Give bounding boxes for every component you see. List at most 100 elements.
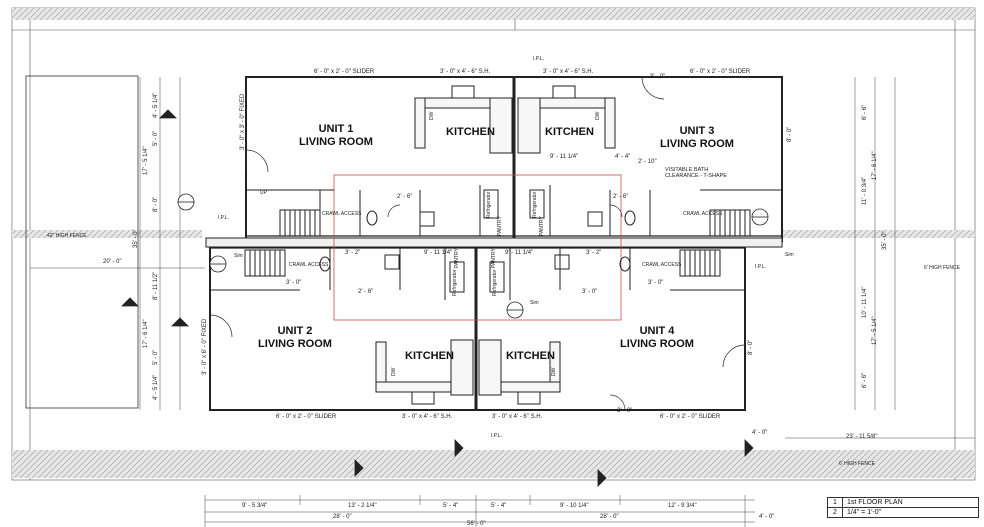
dim-label: 2' - 6"	[397, 194, 413, 200]
fence-hatch	[12, 8, 975, 478]
dim-label: 3' - 2"	[586, 250, 602, 256]
fence-6-label: 6' HIGH FENCE	[924, 265, 960, 271]
kitchen-label-unit3: KITCHEN	[545, 126, 594, 138]
pantry-label: PANTRY	[491, 248, 497, 268]
left-dim: 5' - 0"	[153, 349, 159, 365]
right-dim: 6' - 6"	[862, 104, 868, 120]
window-label: 3' - 0" x 4' - 6" S.H.	[492, 414, 543, 420]
crawl-access-label: CRAWL ACCESS	[289, 262, 329, 268]
right-dim: 6' - 6"	[862, 372, 868, 388]
dim-label: 9' - 11 1/4"	[550, 154, 579, 160]
sim-label: Sim	[234, 253, 243, 259]
right-dim: 8' - 0"	[787, 126, 793, 142]
bottom-dim: 12' - 9 3/4"	[668, 503, 697, 509]
right-dim: 35' - 0"	[882, 231, 888, 250]
sim-label: Sim	[530, 300, 539, 306]
dim-label: 3' - 0"	[286, 280, 302, 286]
bottom-dim: 56' - 0"	[467, 521, 486, 527]
title-block: 1 1st FLOOR PLAN 2 1/4" = 1'-0"	[827, 497, 979, 518]
bottom-dim: 5' - 4"	[491, 503, 507, 509]
ipl-label: I.P.L.	[533, 56, 545, 62]
bottom-dim: 9' - 10 1/4"	[560, 503, 589, 509]
window-label: 6' - 0" x 2' - 0" SLIDER	[276, 414, 337, 420]
right-dim: 8' - 0"	[748, 339, 754, 355]
dim-label: 23' - 11 5/8"	[846, 434, 878, 440]
up-label: UP	[260, 190, 267, 196]
left-dim: 4' - 5 1/4"	[153, 374, 159, 400]
window-label: 6' - 0" x 2' - 0" SLIDER	[314, 69, 375, 75]
dim-label: 20' - 0"	[103, 259, 122, 265]
bottom-dim: 5' - 4"	[443, 503, 459, 509]
red-zone-box	[333, 174, 622, 321]
dim-label: 9' - 11 1/4"	[505, 250, 534, 256]
left-dim: 8' - 0"	[153, 196, 159, 212]
dw-label: DW	[391, 367, 397, 376]
dim-label: 2' - 6"	[358, 289, 374, 295]
window-label: 3' - 0"	[650, 74, 666, 80]
crawl-access-label: CRAWL ACCESS	[683, 211, 723, 217]
drawing-scale: 1/4" = 1'-0"	[847, 509, 882, 516]
right-dim: 17' - 6 1/4"	[872, 151, 878, 180]
left-dim: 35' - 0"	[133, 229, 139, 248]
dim-label: 2' - 6"	[613, 194, 629, 200]
refrigerator-label: Refrigerator	[452, 269, 458, 296]
dimension-lines	[30, 77, 975, 527]
window-label: 3' - 0" x 4' - 6" S.H.	[543, 69, 594, 75]
sim-label: Sim	[785, 252, 794, 258]
bottom-dim: 28' - 0"	[333, 514, 352, 520]
window-label: 6' - 0" x 2' - 0" SLIDER	[690, 69, 751, 75]
window-label-vertical: 3' - 0" x 6' - 0" FIXED	[202, 318, 208, 375]
ipl-label: I.P.L.	[755, 264, 767, 270]
left-dim: 17' - 5 1/4"	[143, 146, 149, 175]
left-dim: 4' - 5 1/4"	[153, 92, 159, 118]
dim-label: 4' - 0"	[752, 430, 768, 436]
kitchen-label-unit4: KITCHEN	[506, 350, 555, 362]
party-wall-band	[205, 237, 783, 248]
dim-label: 4' - 4"	[615, 154, 631, 160]
fence-6-label: 6' HIGH FENCE	[839, 461, 875, 467]
drawing-title: 1st FLOOR PLAN	[847, 499, 903, 506]
bottom-dim: 28' - 0"	[600, 514, 619, 520]
crawl-access-label: CRAWL ACCESS	[322, 211, 362, 217]
ipl-label: I.P.L.	[491, 433, 503, 439]
bottom-dim: 13' - 2 1/4"	[348, 503, 377, 509]
bottom-dim: 4' - 0"	[759, 514, 775, 520]
title-block-num: 2	[828, 508, 843, 517]
fence-42-label: 42" HIGH FENCE	[47, 233, 87, 239]
right-dim: 10' - 11 1/4"	[862, 286, 868, 318]
title-block-num: 1	[828, 498, 843, 507]
pantry-label: PANTRY	[497, 216, 503, 236]
dim-label: 3' - 0"	[582, 289, 598, 295]
dim-label: 3' - 0"	[648, 280, 664, 286]
pantry-label: PANTRY	[539, 216, 545, 236]
pantry-label: PANTRY	[454, 248, 460, 268]
right-dim: 11' - 0 3/4"	[862, 176, 868, 205]
dim-label: 9' - 11 1/4"	[424, 250, 453, 256]
window-label: 3' - 0" x 4' - 6" S.H.	[402, 414, 453, 420]
window-label: 6' - 0" x 2' - 0" SLIDER	[660, 414, 721, 420]
window-label-vertical: 3' - 0" x 3' - 0" FIXED	[240, 93, 246, 150]
left-patio	[25, 75, 139, 409]
upper-interior	[246, 85, 782, 237]
bottom-dim: 9' - 5 3/4"	[242, 503, 268, 509]
dw-label: DW	[551, 367, 557, 376]
left-dim: 17' - 6 1/4"	[143, 319, 149, 348]
refrigerator-label: Refrigerator	[532, 191, 538, 218]
door-swings	[209, 76, 746, 411]
lower-interior	[210, 248, 745, 405]
section-markers	[121, 109, 769, 487]
bath-note: VISITABLE BATH CLEARANCE - T-SHAPE	[665, 167, 727, 179]
left-dim: 8' - 11 1/2"	[153, 271, 159, 300]
dim-label: 3' - 2"	[345, 250, 361, 256]
dw-label: DW	[429, 111, 435, 120]
refrigerator-label: Refrigerator	[486, 191, 492, 218]
crawl-access-label: CRAWL ACCESS	[642, 262, 682, 268]
kitchen-label-unit1: KITCHEN	[446, 126, 495, 138]
left-dim: 5' - 0"	[153, 130, 159, 146]
window-label: 3' - 0" x 4' - 6" S.H.	[440, 69, 491, 75]
